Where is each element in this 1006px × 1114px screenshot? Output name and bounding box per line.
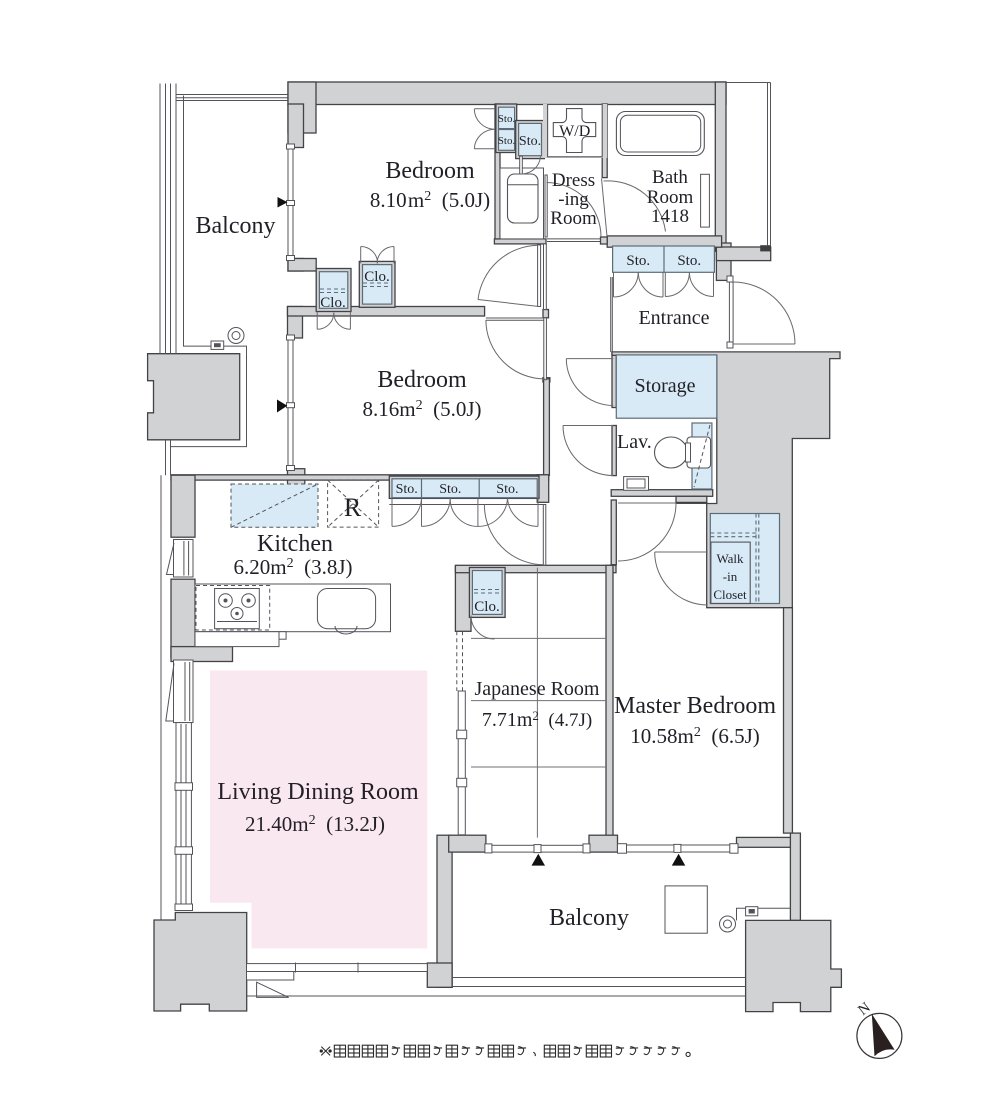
svg-text:Japanese Room: Japanese Room xyxy=(475,678,600,700)
svg-text:Clo.: Clo. xyxy=(364,269,389,285)
svg-text:10.58m2 (6.5J): 10.58m2 (6.5J) xyxy=(630,724,760,748)
svg-text:Sto.: Sto. xyxy=(519,134,541,149)
svg-text:Room: Room xyxy=(647,187,694,208)
svg-text:8.16m2 (5.0J): 8.16m2 (5.0J) xyxy=(362,397,481,421)
svg-text:Closet: Closet xyxy=(713,587,747,602)
svg-text:Bedroom: Bedroom xyxy=(385,158,475,184)
svg-text:Dress: Dress xyxy=(552,170,595,191)
svg-text:Sto.: Sto. xyxy=(439,482,461,497)
svg-text:Kitchen: Kitchen xyxy=(257,531,333,557)
svg-text:Bath: Bath xyxy=(652,167,688,188)
svg-text:Sto.: Sto. xyxy=(498,135,516,147)
svg-text:Walk: Walk xyxy=(716,551,744,566)
svg-text:-in: -in xyxy=(723,569,738,584)
svg-text:Storage: Storage xyxy=(634,375,695,397)
svg-text:Living Dining Room: Living Dining Room xyxy=(217,779,419,805)
svg-text:W/D: W/D xyxy=(559,123,590,140)
svg-text:Bedroom: Bedroom xyxy=(377,367,467,393)
svg-text:Entrance: Entrance xyxy=(638,307,709,329)
svg-text:R: R xyxy=(344,493,362,522)
svg-text:6.20m2 (3.8J): 6.20m2 (3.8J) xyxy=(233,555,352,579)
svg-text:Lav.: Lav. xyxy=(617,431,652,453)
svg-text:Clo.: Clo. xyxy=(474,599,499,615)
svg-text:Sto.: Sto. xyxy=(677,253,701,269)
svg-text:7.71m2 (4.7J): 7.71m2 (4.7J) xyxy=(482,708,592,731)
svg-text:Balcony: Balcony xyxy=(196,213,276,239)
svg-text:Balcony: Balcony xyxy=(549,905,629,931)
svg-text:Sto.: Sto. xyxy=(396,482,418,497)
svg-text:Sto.: Sto. xyxy=(498,113,516,125)
svg-text:1418: 1418 xyxy=(651,206,689,227)
svg-text:-ing: -ing xyxy=(558,189,589,210)
svg-text:Sto.: Sto. xyxy=(626,253,650,269)
svg-text:Master Bedroom: Master Bedroom xyxy=(614,693,776,719)
svg-text:Sto.: Sto. xyxy=(496,482,518,497)
svg-text:Clo.: Clo. xyxy=(320,295,345,311)
svg-text:Room: Room xyxy=(550,208,597,229)
svg-text:21.40m2 (13.2J): 21.40m2 (13.2J) xyxy=(245,812,385,836)
